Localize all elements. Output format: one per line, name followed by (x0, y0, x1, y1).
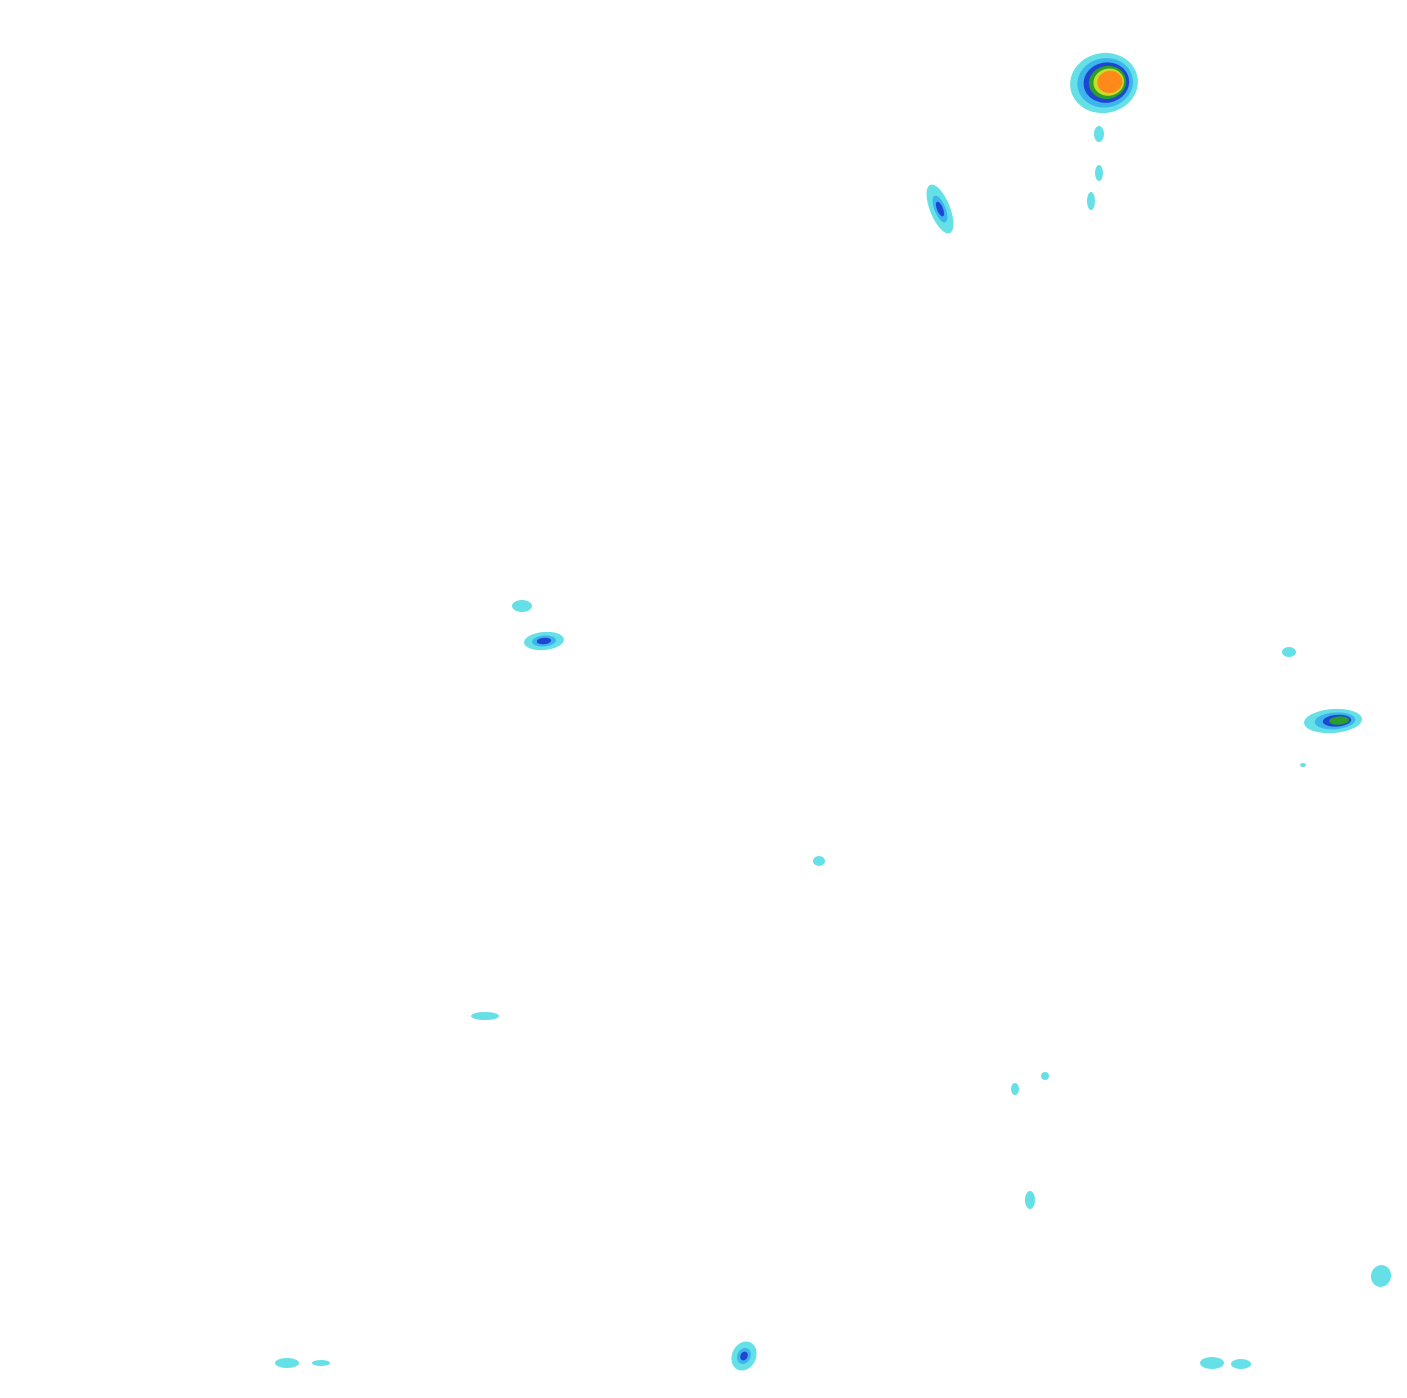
contour-peak-peak-right (1304, 708, 1362, 734)
contour-peak-trail-4 (1300, 763, 1306, 767)
contour-peak-spot-bottom-right-2 (1231, 1359, 1251, 1369)
contour-peak-peak-top-streak (926, 184, 954, 234)
contour-peak-spot-left-mid (471, 1012, 499, 1020)
contour-band-peak-right-level-4 (1329, 716, 1349, 725)
contour-band-spot-center-level-1 (813, 856, 825, 866)
contour-band-peak-top-right-level-6 (1097, 70, 1123, 94)
contour-band-peak-bottom-center-level-3 (740, 1351, 748, 1361)
contour-peak-spot-bottom-left-2 (312, 1360, 330, 1366)
contour-layer (275, 52, 1392, 1371)
contour-peak-spot-center (813, 856, 825, 866)
contour-peak-trail-1 (1094, 126, 1104, 142)
contour-band-spot-left-upper-level-1 (512, 600, 532, 612)
contour-peak-spot-right-upper (1282, 647, 1296, 657)
contour-peak-spot-bottom-right-1 (1200, 1357, 1224, 1369)
contour-band-spot-right-upper-level-1 (1282, 647, 1296, 657)
contour-band-spot-lower-right-2-level-1 (1041, 1072, 1049, 1080)
contour-band-spot-left-mid-level-1 (471, 1012, 499, 1020)
contour-band-trail-3-level-1 (1087, 192, 1095, 210)
contour-peak-peak-upper-mid-left (524, 631, 564, 651)
contour-band-trail-1-level-1 (1094, 126, 1104, 142)
contour-band-peak-top-streak-level-3 (935, 201, 945, 217)
contour-peak-spot-bottom-left-1 (275, 1358, 299, 1368)
contour-peak-spot-left-upper (512, 600, 532, 612)
contour-peak-peak-bottom-center (731, 1341, 757, 1371)
contour-band-spot-bottom-right-1-level-1 (1200, 1357, 1224, 1369)
contour-peak-spot-lower-right-2 (1041, 1072, 1049, 1080)
contour-peak-spot-lower-right-3 (1025, 1191, 1035, 1209)
contour-peak-trail-2 (1095, 165, 1103, 181)
contour-band-spot-lower-right-1-level-1 (1011, 1083, 1019, 1095)
contour-peak-spot-lower-right-1 (1011, 1083, 1019, 1095)
contour-peak-peak-top-right (1070, 52, 1138, 114)
contour-band-spot-far-right-level-1 (1370, 1265, 1392, 1287)
contour-band-spot-bottom-left-1-level-1 (275, 1358, 299, 1368)
contour-band-spot-lower-right-3-level-1 (1025, 1191, 1035, 1209)
contour-band-spot-bottom-right-2-level-1 (1231, 1359, 1251, 1369)
contour-band-peak-upper-mid-left-level-3 (536, 637, 552, 645)
contour-band-trail-2-level-1 (1095, 165, 1103, 181)
contour-peak-spot-far-right (1370, 1265, 1392, 1287)
contour-band-spot-bottom-left-2-level-1 (312, 1360, 330, 1366)
contour-band-trail-4-level-1 (1300, 763, 1306, 767)
contour-peak-trail-3 (1087, 192, 1095, 210)
